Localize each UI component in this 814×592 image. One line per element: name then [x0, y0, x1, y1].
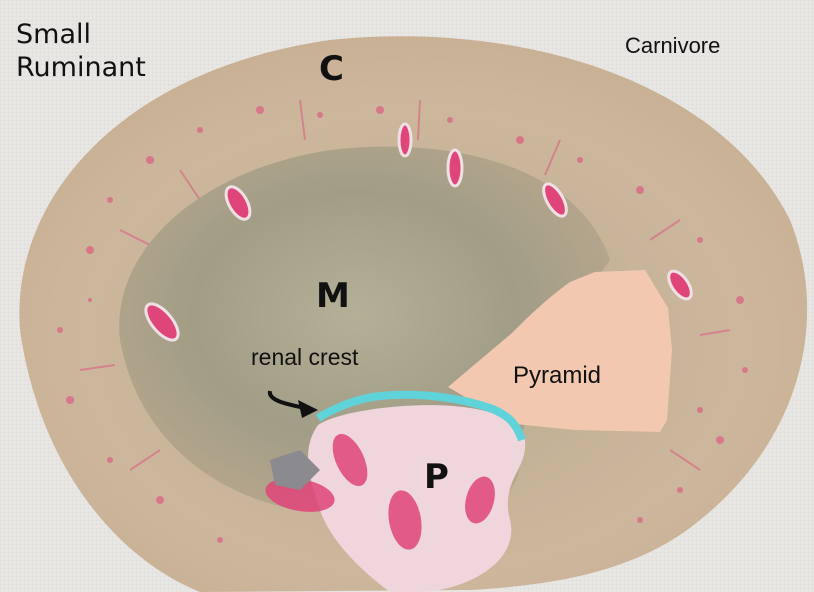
species-label-left: Small Ruminant [16, 18, 146, 84]
medulla-label: M [316, 276, 350, 316]
renal-crest-label: renal crest [251, 344, 359, 370]
stain-streaks [79, 99, 731, 471]
pelvis-stain [265, 433, 495, 550]
species-left-line1: Small [16, 19, 91, 50]
pyramid-overlay [448, 270, 672, 432]
arcuate-vessels [144, 122, 693, 342]
species-left-line2: Ruminant [16, 52, 146, 83]
cortex-label: C [319, 49, 344, 89]
arrow-head-icon [298, 400, 318, 418]
species-label-right: Carnivore [625, 33, 721, 58]
pyramid-label: Pyramid [513, 362, 602, 389]
renal-crest-line [315, 390, 526, 442]
fat-gray [270, 450, 320, 490]
renal-pelvis [308, 405, 526, 592]
pelvis-label: P [424, 457, 449, 497]
stain-speckles [57, 106, 748, 543]
